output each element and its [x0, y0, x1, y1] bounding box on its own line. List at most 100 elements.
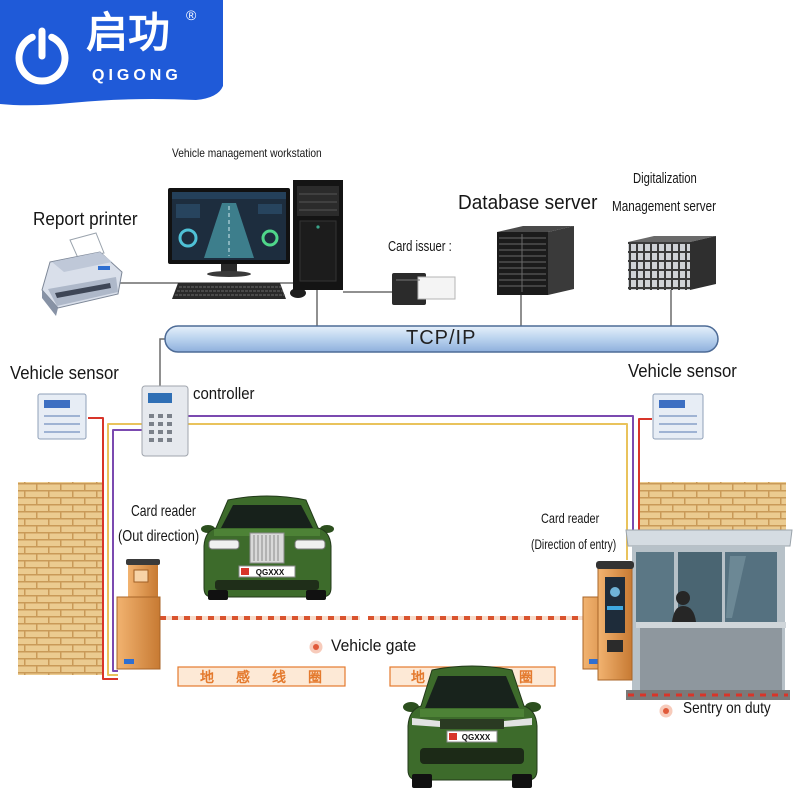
signal-wiring — [88, 415, 652, 680]
label-report-printer: Report printer — [33, 209, 138, 229]
car-exiting: QGXXX — [201, 495, 334, 600]
label-digitalization: Digitalization — [633, 170, 697, 187]
key — [149, 438, 154, 442]
key — [158, 414, 163, 418]
vehicle-sensor-right-icon — [652, 393, 704, 440]
label-out-direction: (Out direction) — [118, 528, 200, 545]
label-workstation: Vehicle management workstation — [172, 146, 322, 160]
car-bottom-grille — [440, 719, 504, 729]
db-server-slats — [499, 234, 546, 292]
car-top-wheel-right — [306, 590, 326, 600]
wire-purple-right — [188, 415, 634, 560]
management-server-icon — [628, 236, 716, 290]
printer-paper — [69, 232, 105, 259]
mouse-icon — [290, 288, 306, 298]
screen-title-bar — [172, 192, 286, 199]
gate-left-cabinet — [116, 596, 161, 670]
db-server-side — [548, 226, 574, 295]
label-controller: controller — [193, 384, 255, 403]
printer-side — [42, 290, 58, 316]
key — [158, 438, 163, 442]
label-database-server: Database server — [458, 192, 598, 214]
label-vehicle-gate: Vehicle gate — [331, 636, 417, 655]
keyboard-icon — [172, 283, 286, 299]
key — [149, 430, 154, 434]
car-top-grille-bars — [253, 535, 279, 561]
printer-slot — [55, 283, 111, 298]
car-bottom-plate-text: QGXXX — [462, 733, 491, 742]
card-reader-in-icon — [596, 561, 634, 681]
car-top-plate-logo — [241, 568, 249, 575]
tcp-ip-bus — [164, 325, 719, 353]
printer-top — [52, 252, 112, 272]
car-bottom-windshield — [425, 676, 519, 708]
car-bottom-intake — [420, 748, 524, 764]
car-bottom-headlight-right — [504, 718, 532, 727]
booth-side-glass — [636, 552, 674, 622]
tower-power-light — [316, 225, 320, 229]
sensor-left-label — [44, 400, 70, 408]
monitor-base — [207, 271, 251, 277]
brick-wall-left — [18, 482, 104, 675]
car-bottom-wheel-left — [412, 774, 432, 788]
marker-inner — [663, 708, 669, 714]
gate-right-sticker — [589, 659, 599, 664]
car-top-windshield — [221, 505, 313, 528]
guard-head — [676, 591, 690, 605]
database-server-icon — [497, 226, 574, 295]
gate-left-sticker — [124, 659, 134, 664]
printer-button — [98, 266, 110, 270]
card-issuer-card — [417, 276, 456, 300]
car-top-wheel-left — [208, 590, 228, 600]
label-tcp-ip: TCP/IP — [406, 327, 477, 349]
controller-display — [148, 393, 172, 403]
key — [158, 430, 163, 434]
card-issuer-icon — [392, 273, 456, 305]
screen-gauge-left — [178, 228, 198, 248]
controller-keypad — [149, 414, 172, 442]
vehicle-sensor-left-icon — [37, 393, 87, 440]
car-bottom-plate-logo — [449, 733, 457, 740]
guard-body — [672, 606, 696, 622]
ground-loop-left-text: 地感线圈 — [200, 669, 344, 686]
key — [149, 414, 154, 418]
label-vehicle-sensor-left: Vehicle sensor — [10, 363, 119, 383]
brand-banner — [0, 0, 223, 106]
ground-loop-left-box — [177, 666, 346, 687]
logo-chinese-text: 启功 — [86, 8, 171, 57]
car-bottom-wheel-right — [512, 774, 532, 788]
wire-red-left — [88, 417, 118, 680]
label-card-reader-out: Card reader — [131, 503, 196, 520]
workstation-tower-icon — [293, 180, 343, 290]
reader-in-card-pad — [607, 640, 623, 652]
booth-ledge — [636, 622, 786, 628]
booth-glass-reflection — [726, 556, 746, 618]
ground-loop-left: 地感线圈 — [177, 666, 346, 687]
db-server-top — [497, 226, 574, 232]
label-vehicle-sensor-right: Vehicle sensor — [628, 361, 737, 381]
label-management-server: Management server — [612, 198, 717, 215]
car-top-headlight-left — [208, 539, 240, 550]
car-top-intake — [215, 580, 319, 590]
mgmt-server-top — [628, 236, 716, 242]
logo-latin-text: QIGONG — [92, 67, 182, 84]
monitor-neck — [221, 264, 237, 272]
logo-registered-mark: ® — [186, 7, 197, 23]
key — [167, 438, 172, 442]
car-top-grille — [249, 532, 285, 564]
wire-purple-left — [112, 429, 142, 672]
car-top-plate — [238, 565, 296, 578]
key — [158, 422, 163, 426]
barrier-gate-left — [116, 596, 161, 670]
tower-drive-bays — [297, 186, 339, 216]
car-entering: QGXXX — [403, 665, 541, 788]
wire-yellow-left — [107, 423, 142, 676]
label-card-issuer: Card issuer : — [388, 238, 452, 255]
key — [167, 414, 172, 418]
report-printer-icon — [41, 232, 123, 316]
screen-panel-right — [258, 204, 282, 214]
workstation-monitor-icon — [168, 188, 290, 277]
car-top-headlight-right — [294, 539, 326, 550]
